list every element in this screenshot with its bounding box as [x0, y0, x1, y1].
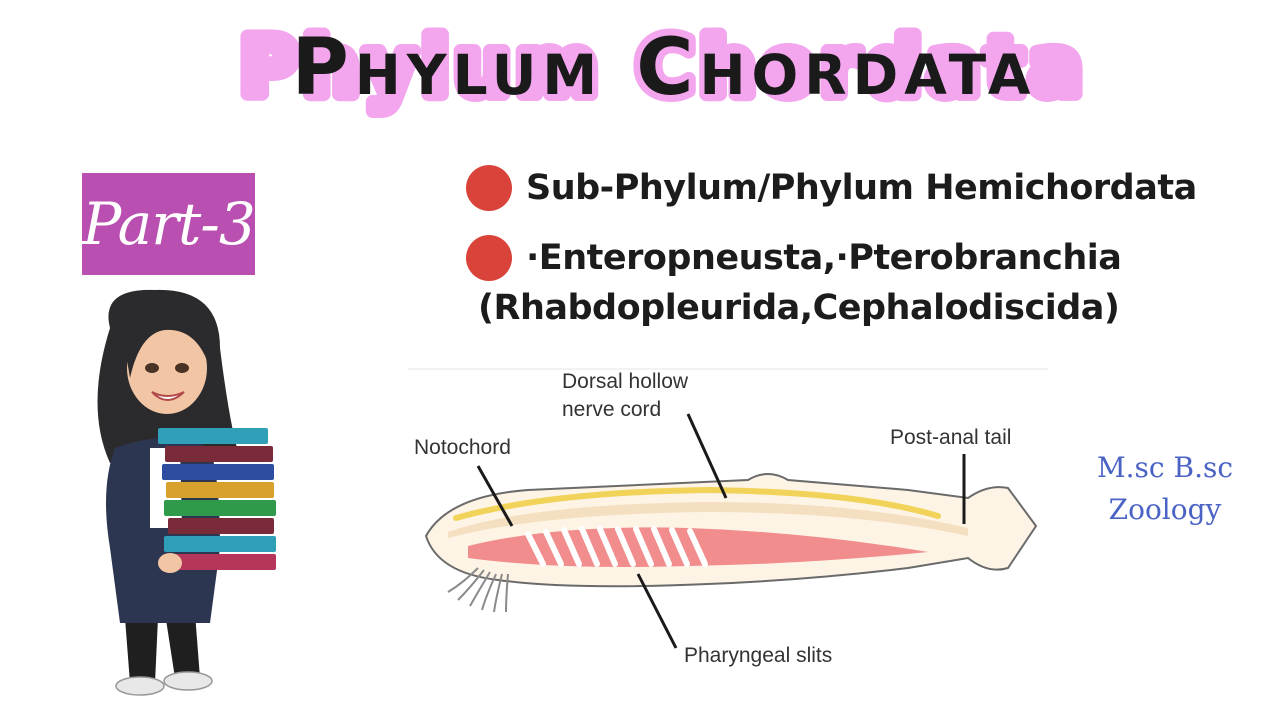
- credit-line2: Zoology: [1108, 493, 1222, 526]
- page-title-glow: Phylum Chordata: [240, 23, 1087, 113]
- bullet-item: ·Enteropneusta,·Pterobranchia: [466, 235, 1122, 281]
- part-badge: Part-3: [82, 173, 256, 275]
- credit-line1: M.sc B.sc: [1096, 451, 1234, 484]
- label-dorsal-line1: Dorsal hollow: [562, 370, 689, 393]
- page-title-text: Phylum Chordata: [292, 23, 1037, 113]
- page-title: Phylum Chordata Phylum Chordata: [0, 12, 1280, 122]
- label-pharyngeal-slits: Pharyngeal slits: [684, 644, 832, 667]
- avatar: [70, 288, 300, 698]
- channel-credit: M.sc B.sc Zoology: [1080, 447, 1250, 531]
- label-post-anal-tail: Post-anal tail: [890, 426, 1011, 449]
- label-dorsal-line2: nerve cord: [562, 398, 661, 421]
- chordate-diagram: Dorsal hollow nerve cord Notochord Post-…: [408, 368, 1048, 680]
- bullet-text: ·Enteropneusta,·Pterobranchia: [526, 238, 1122, 278]
- bullet-item: Sub-Phylum/Phylum Hemichordata: [466, 165, 1197, 211]
- bullet-continuation: (Rhabdopleurida,Cephalodiscida): [478, 288, 1120, 328]
- bullet-dot-icon: [466, 165, 512, 211]
- bullet-dot-icon: [466, 235, 512, 281]
- bullet-text: Sub-Phylum/Phylum Hemichordata: [526, 168, 1197, 208]
- label-notochord: Notochord: [414, 436, 511, 459]
